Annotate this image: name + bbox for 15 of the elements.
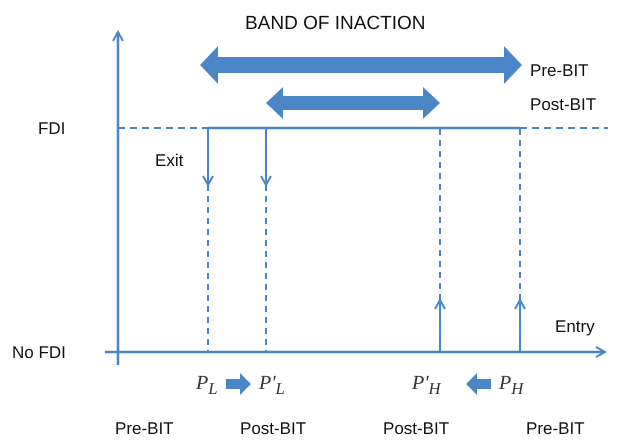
axis-label: FDI: [38, 120, 66, 137]
threshold-symbol: P'$_{H}$: [412, 373, 441, 398]
direction-label: Entry: [555, 318, 595, 335]
axis-label: No FDI: [12, 344, 66, 361]
regime-label: Pre-BIT: [115, 420, 174, 437]
chart-title: BAND OF INACTION: [245, 14, 426, 33]
regime-label: Pre-BIT: [526, 420, 585, 437]
regime-label: Post-BIT: [240, 420, 306, 437]
direction-label: Exit: [155, 152, 184, 169]
regime-label: Post-BIT: [383, 420, 450, 437]
threshold-symbol: P'$_{L}$: [259, 373, 285, 398]
threshold-symbol: P$_{L}$: [196, 373, 218, 398]
band-label: Post-BIT: [530, 96, 596, 113]
threshold-symbol: P$_{H}$: [499, 373, 524, 398]
band-label: Pre-BIT: [530, 62, 589, 79]
